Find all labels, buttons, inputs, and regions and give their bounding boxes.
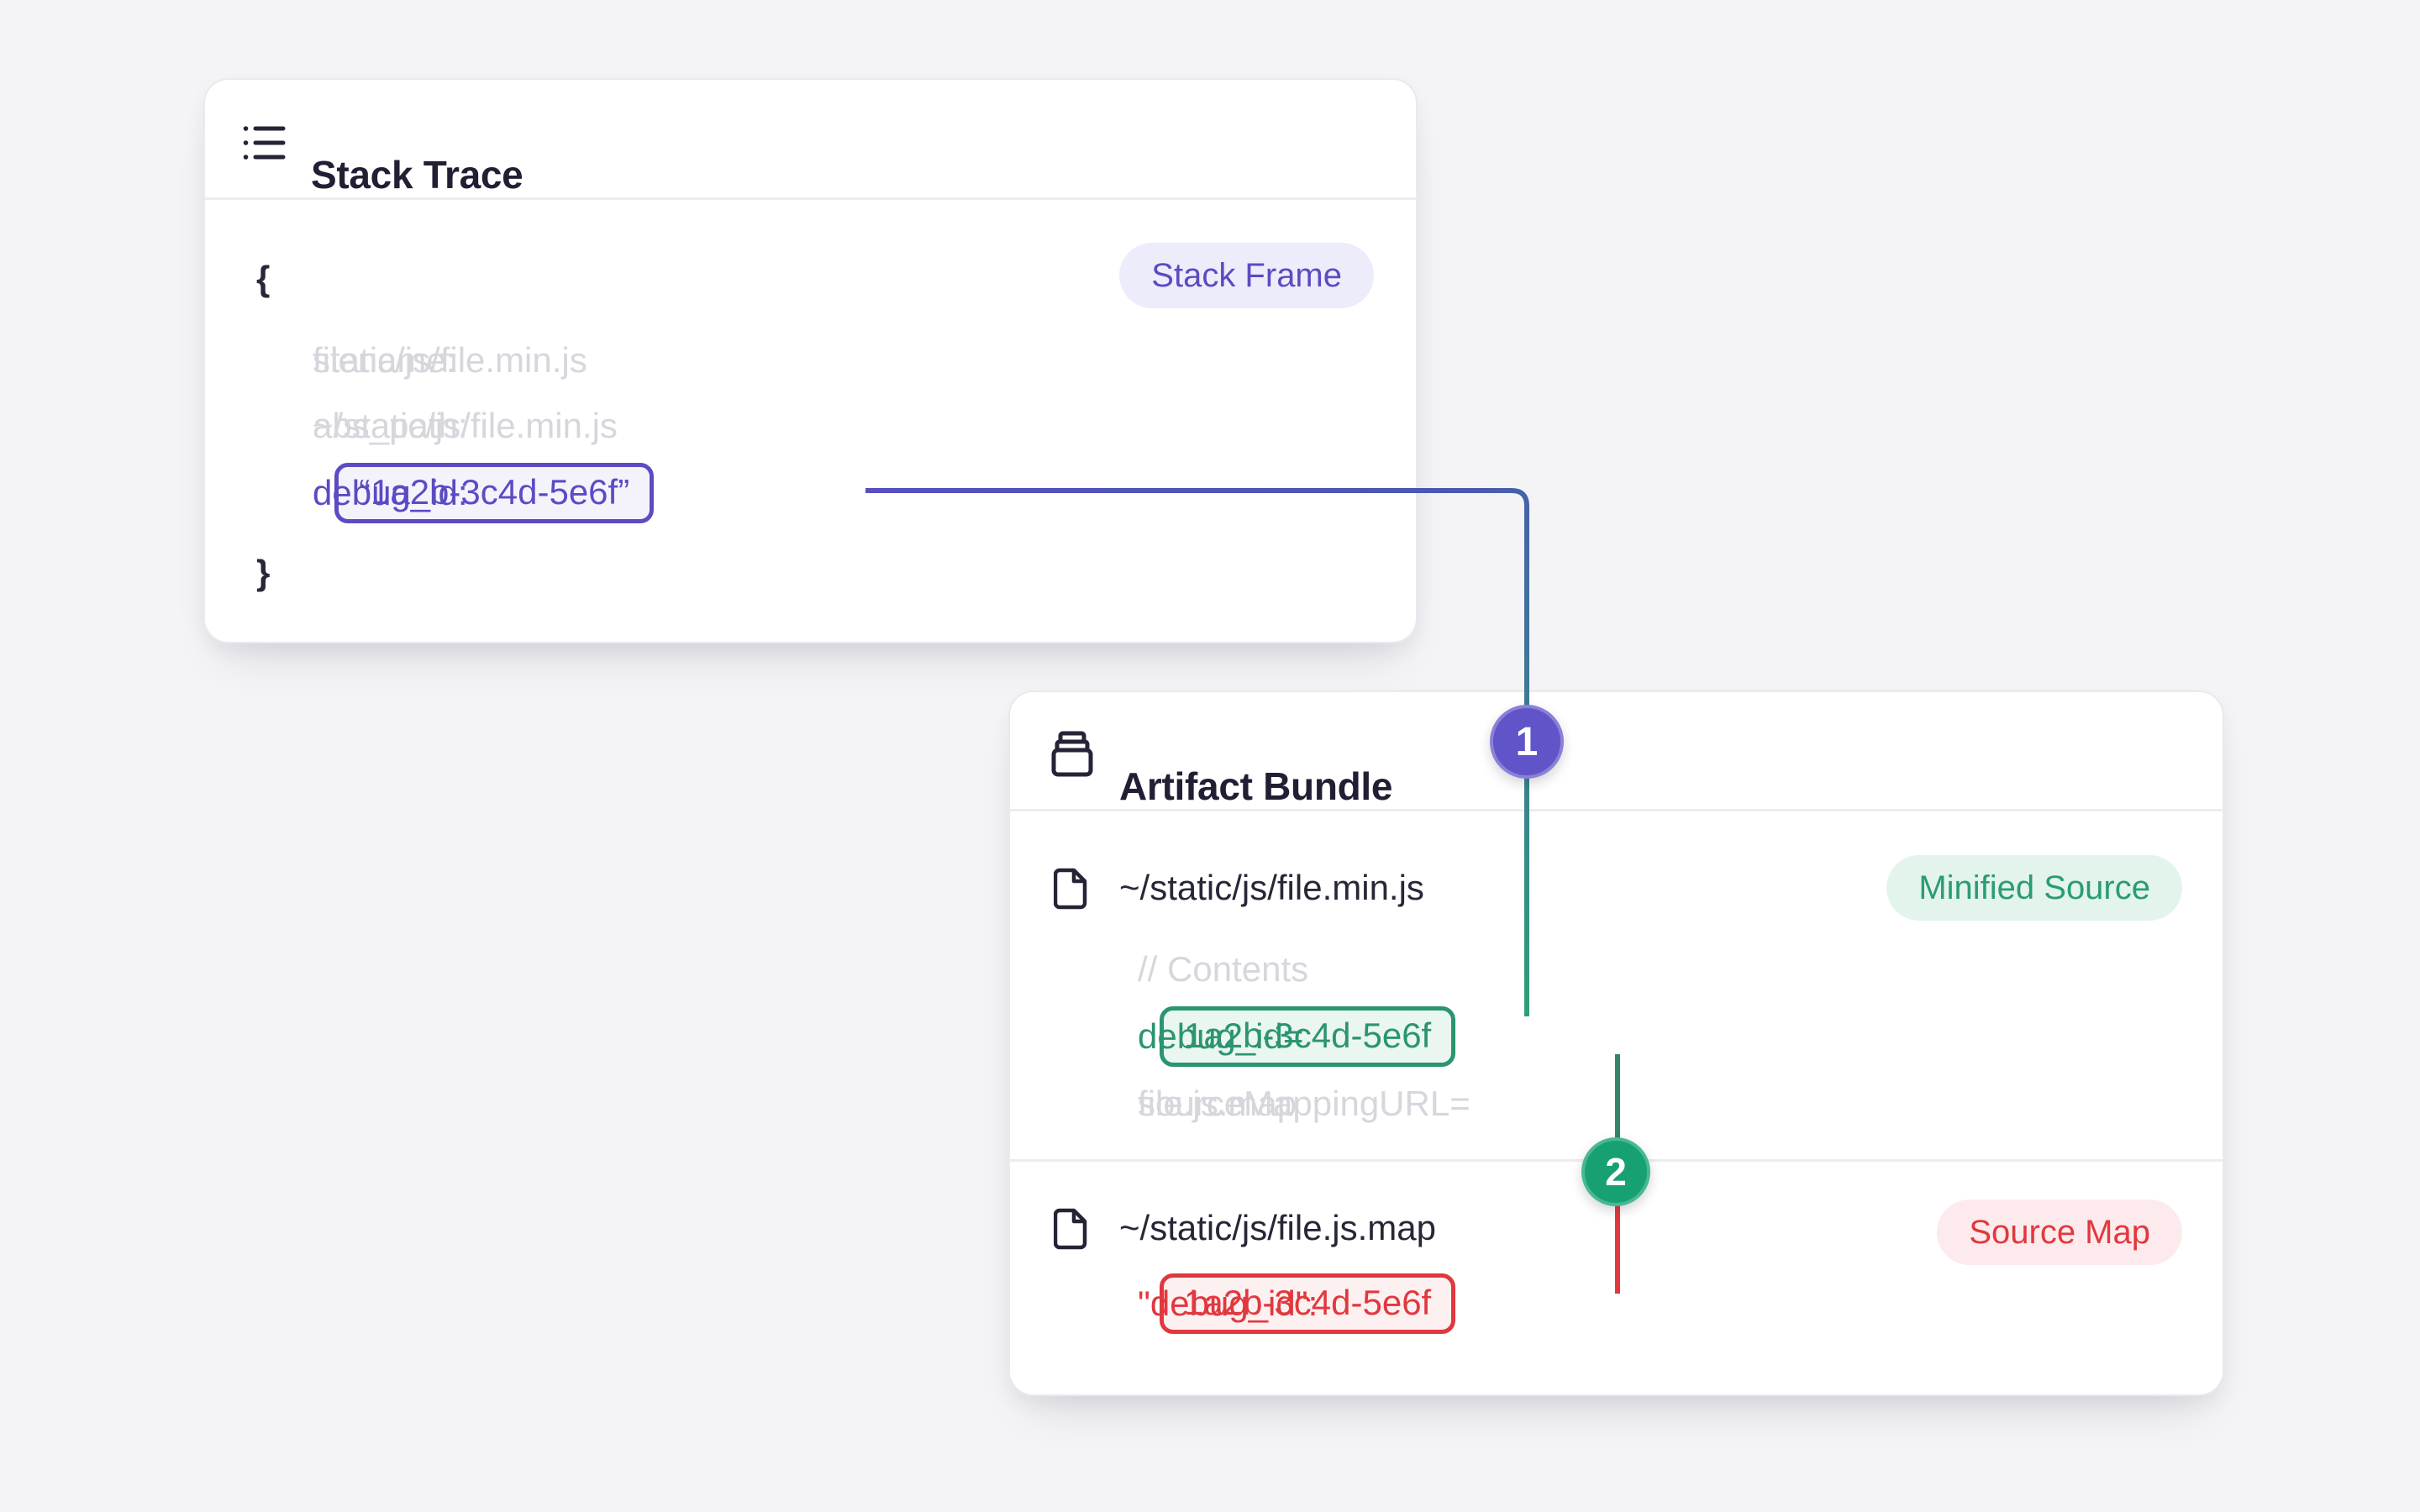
mapping-key: sourceMappingURL= (1138, 1084, 1470, 1123)
close-brace: } (256, 553, 271, 592)
artifact-bundle-title: Artifact Bundle (1119, 764, 1393, 809)
header-divider (205, 197, 1416, 200)
debug-id-key: debug_id: (313, 473, 468, 512)
field-value: ~/static/js/file.min.js (313, 406, 618, 445)
open-brace: { (256, 259, 271, 298)
debug-id-value-box: 1a2b-3c4d-5e6f (1160, 1273, 1456, 1334)
artifact-bundle-card: Artifact Bundle ~/static/js/file.min.js … (1008, 690, 2224, 1396)
source-map-badge: Source Map (1937, 1200, 2182, 1265)
frame-debug-id-row: debug_id: “1a2b-3c4d-5e6f” (313, 458, 655, 528)
debug-id-value-box: “1a2b-3c4d-5e6f” (334, 463, 655, 523)
step-1-marker: 1 (1490, 705, 1564, 779)
bundle-debug-id-row: debug_id= 1a2b-3c4d-5e6f (1138, 1001, 1456, 1072)
sourcemap-debug-id-row: "debug_id": 1a2b-3c4d-5e6f (1138, 1268, 1456, 1339)
header-divider (1010, 809, 2223, 811)
sourcemap-file-path: ~/static/js/file.js.map (1119, 1208, 1436, 1247)
minified-source-badge: Minified Source (1886, 855, 2182, 921)
debug-id-key: debug_id= (1138, 1016, 1304, 1056)
debug-id-key: "debug_id": (1138, 1284, 1318, 1323)
minified-file-path: ~/static/js/file.min.js (1119, 868, 1424, 907)
field-key: filename: (313, 340, 456, 380)
field-key: abs_path: (313, 406, 468, 445)
stack-trace-card: Stack Trace Stack Frame { filename: stat… (203, 78, 1418, 643)
mapping-value: file.js.map (1138, 1084, 1297, 1123)
contents-comment: // Contents (1138, 949, 1309, 989)
field-value: static/js/file.min.js (313, 340, 587, 380)
step-2-marker: 2 (1581, 1137, 1650, 1206)
stack-frame-badge: Stack Frame (1119, 243, 1374, 308)
stack-trace-title: Stack Trace (311, 153, 523, 197)
